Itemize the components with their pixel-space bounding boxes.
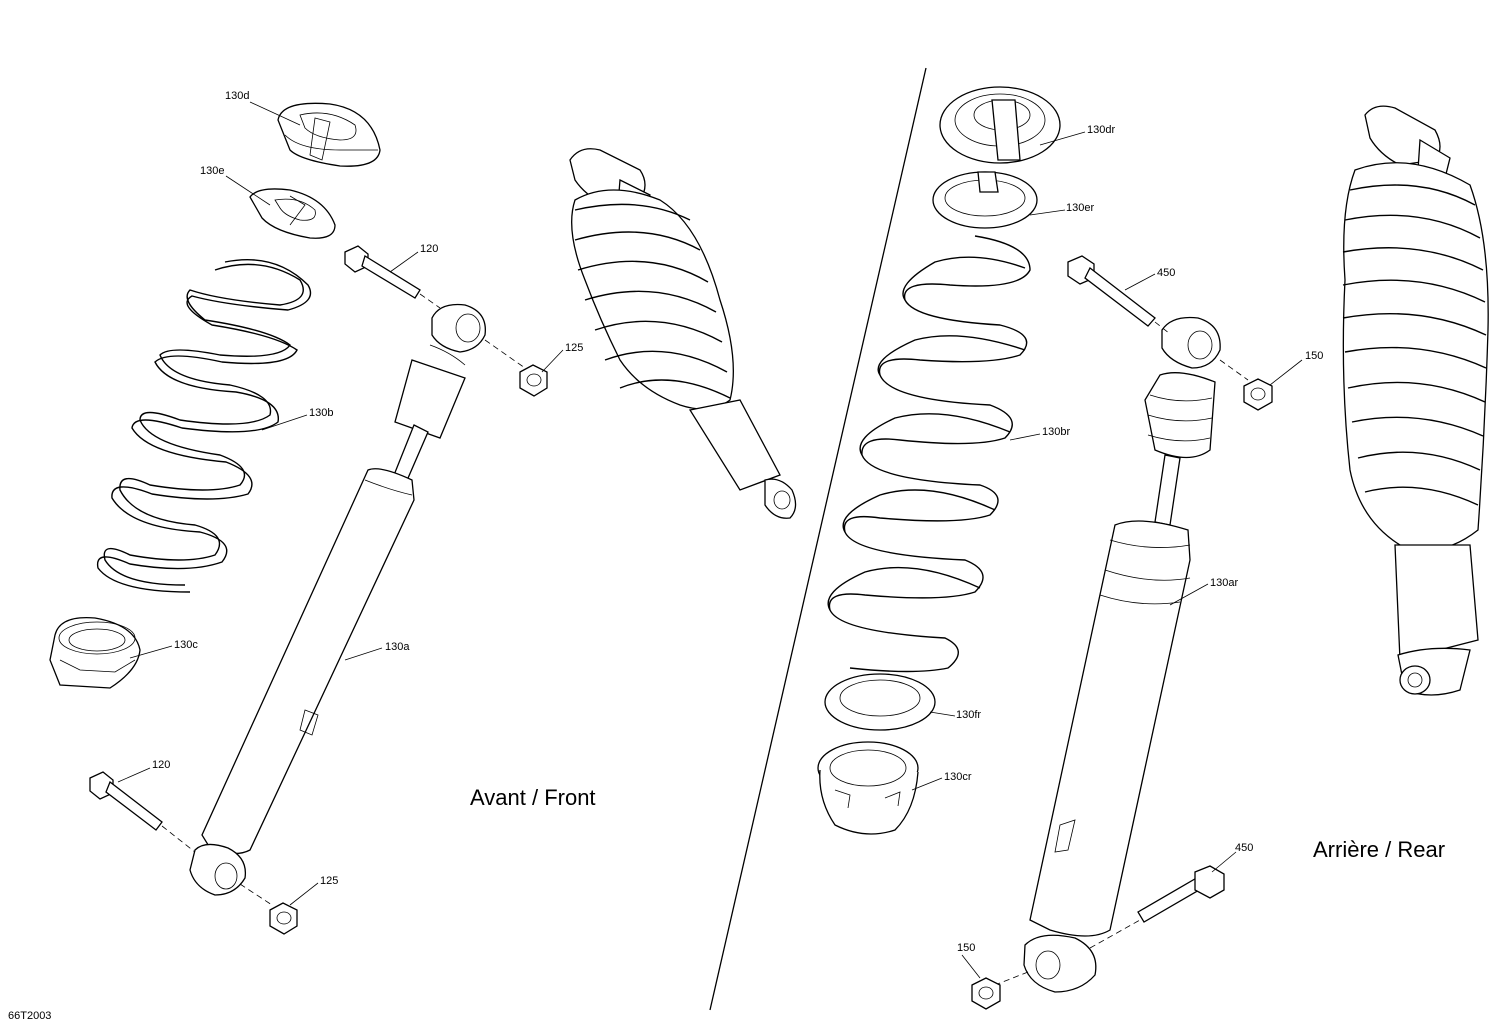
callout-130fr: 130fr [956, 709, 981, 721]
part-130fr-ring [824, 673, 936, 731]
part-130dr-spring-seat [939, 86, 1061, 164]
callout-130c: 130c [174, 639, 198, 651]
part-130b-coil-spring [96, 259, 312, 593]
callout-450-top: 450 [1157, 267, 1175, 279]
callout-labels: 130d 130e 120 125 130b 130c 130a 120 125… [152, 90, 1323, 954]
part-130a-shock-absorber [189, 303, 486, 896]
reference-code: 66T2003 [8, 1010, 51, 1022]
callout-130cr: 130cr [944, 771, 972, 783]
callout-120-bottom: 120 [152, 759, 170, 771]
part-130cr-lower-seat [817, 741, 919, 835]
callout-130dr: 130dr [1087, 124, 1115, 136]
part-120-bolt-bottom [89, 771, 196, 853]
part-130ar-shock-absorber [1023, 316, 1221, 993]
callout-130e: 130e [200, 165, 224, 177]
callout-130b: 130b [309, 407, 333, 419]
part-150-nut-bottom [971, 971, 1029, 1010]
part-450-bolt-top [1067, 255, 1171, 335]
section-divider-line [709, 67, 927, 1011]
callout-125-top: 125 [565, 342, 583, 354]
part-150-nut-top [1219, 359, 1273, 411]
rear-shock-assembly [1342, 105, 1489, 696]
callout-150-bottom: 150 [957, 942, 975, 954]
part-130er-spacer [932, 171, 1038, 229]
callout-130a: 130a [385, 641, 410, 653]
callout-450-bottom: 450 [1235, 842, 1253, 854]
part-130c-lower-seat [49, 616, 141, 689]
callout-130br: 130br [1042, 426, 1070, 438]
part-125-nut-bottom [239, 883, 298, 935]
callout-120-top: 120 [420, 243, 438, 255]
part-450-bolt-bottom [1089, 865, 1225, 949]
section-title-front: Avant / Front [470, 785, 596, 810]
front-shock-assembly [569, 148, 797, 519]
section-title-rear: Arrière / Rear [1313, 837, 1445, 862]
callout-130er: 130er [1066, 202, 1094, 214]
callout-130ar: 130ar [1210, 577, 1238, 589]
part-130br-coil-spring [827, 235, 1031, 673]
leader-lines [117, 101, 1303, 979]
part-125-nut-top [484, 339, 548, 397]
callout-125-bottom: 125 [320, 875, 338, 887]
callout-150-top: 150 [1305, 350, 1323, 362]
part-130e-spacer [249, 188, 336, 239]
part-120-bolt-top [344, 245, 441, 309]
callout-130d: 130d [225, 90, 249, 102]
part-130d-spring-seat [277, 102, 381, 167]
